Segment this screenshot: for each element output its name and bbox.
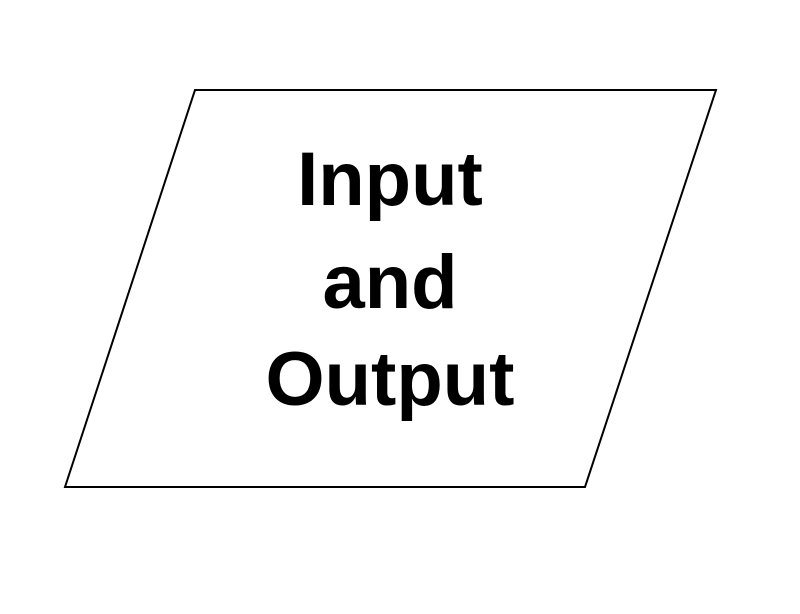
label-line-1: Input	[297, 137, 483, 222]
label-line-2: and	[322, 240, 458, 325]
label-line-3: Output	[265, 337, 515, 422]
input-output-parallelogram	[63, 89, 718, 488]
